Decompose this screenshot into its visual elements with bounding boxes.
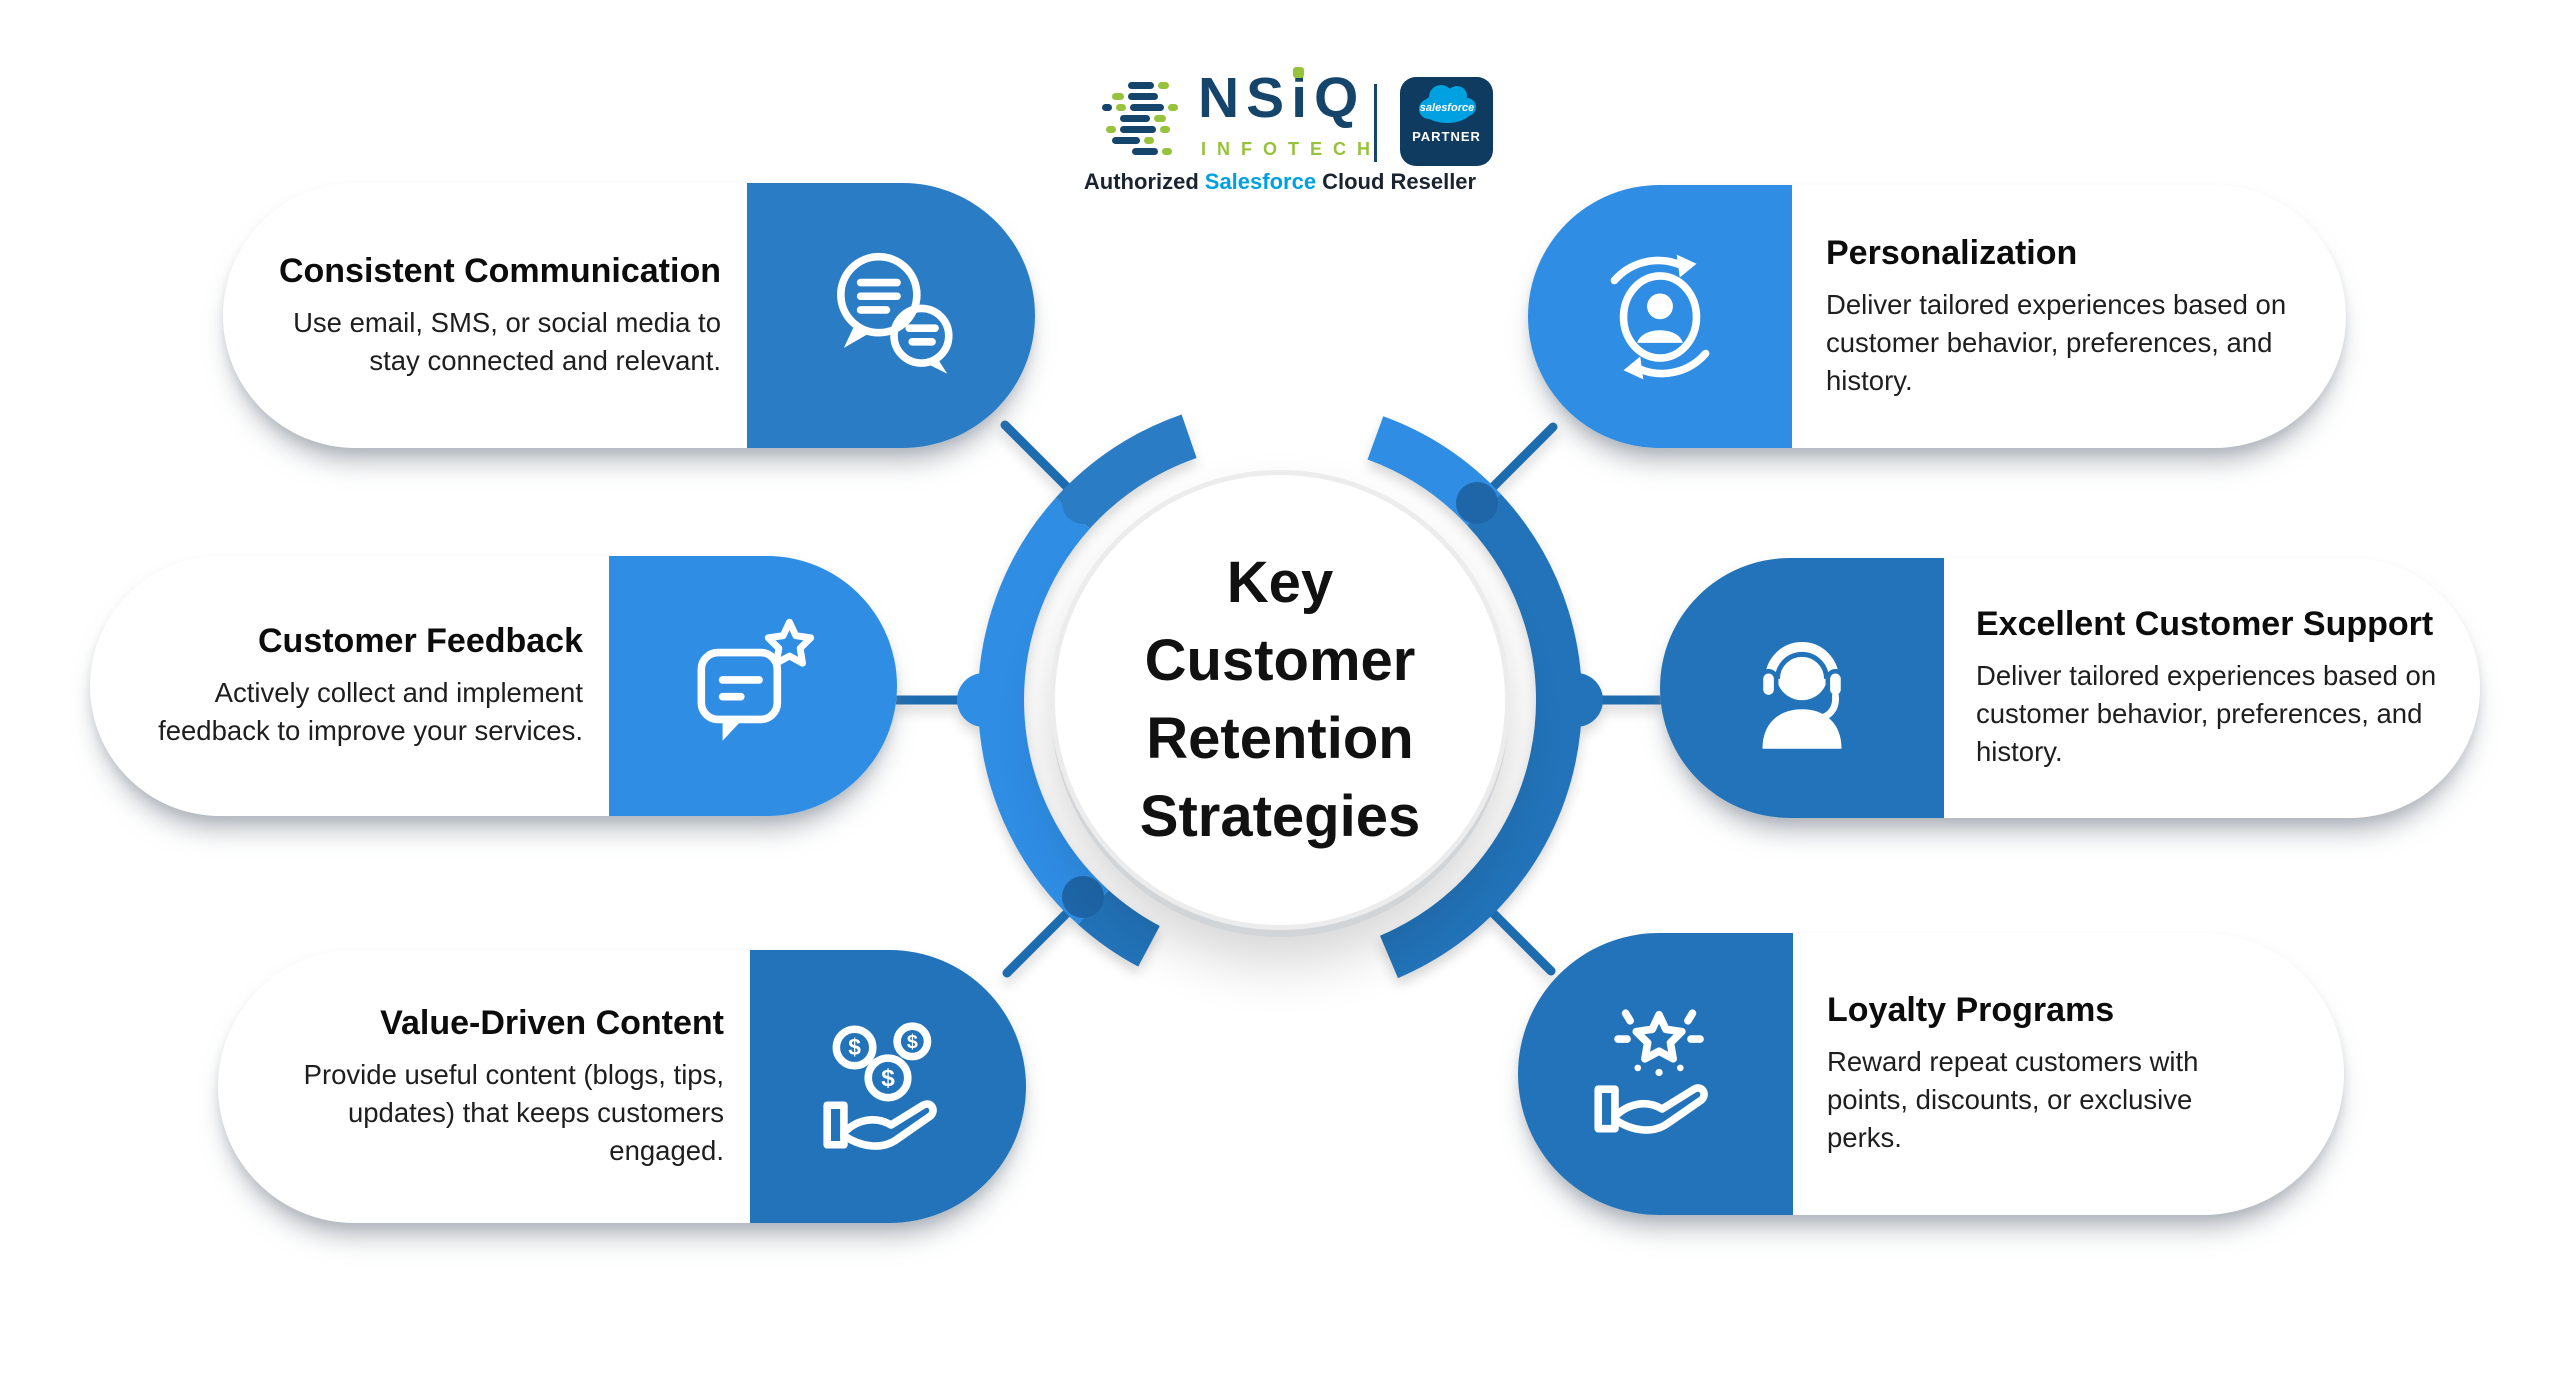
card-icon-panel bbox=[747, 183, 1035, 448]
star-hand-icon bbox=[1593, 1009, 1708, 1134]
logo-subtitle: INFOTECH bbox=[1201, 139, 1381, 159]
center-title-line: Strategies bbox=[1139, 784, 1421, 849]
svg-text:$: $ bbox=[848, 1034, 861, 1060]
card-description: Provide useful content (blogs, tips, upd… bbox=[303, 1058, 724, 1166]
card-value-driven-content: Value-Driven Content Provide useful cont… bbox=[218, 950, 1026, 1223]
card-icon-panel bbox=[1518, 933, 1793, 1215]
svg-text:$: $ bbox=[907, 1031, 918, 1053]
card-loyalty-programs: Loyalty Programs Reward repeat customers… bbox=[1518, 933, 2344, 1215]
card-description: Use email, SMS, or social media to stay … bbox=[293, 306, 721, 376]
card-icon-panel bbox=[609, 556, 897, 816]
card-excellent-customer-support: Excellent Customer Support Deliver tailo… bbox=[1660, 558, 2480, 818]
center-title-circle: Key Customer Retention Strategies bbox=[1050, 470, 1510, 930]
ring-dot-bottom-left bbox=[1062, 876, 1104, 918]
card-text: Personalization Deliver tailored experie… bbox=[1528, 234, 2346, 400]
card-personalization: Personalization Deliver tailored experie… bbox=[1528, 185, 2346, 448]
svg-text:$: $ bbox=[881, 1065, 895, 1092]
card-title: Excellent Customer Support bbox=[1976, 605, 2434, 644]
ring-dot-bottom-right bbox=[1456, 876, 1498, 918]
card-text: Loyalty Programs Reward repeat customers… bbox=[1518, 991, 2344, 1157]
partner-badge-label: PARTNER bbox=[1412, 129, 1481, 144]
card-consistent-communication: Consistent Communication Use email, SMS,… bbox=[223, 183, 1035, 448]
card-description: Actively collect and implement feedback … bbox=[158, 677, 583, 747]
logo-wordmark-i: i bbox=[1291, 66, 1315, 130]
card-text: Value-Driven Content Provide useful cont… bbox=[218, 1004, 1026, 1170]
salesforce-partner-badge: salesforce PARTNER bbox=[1400, 77, 1493, 166]
ring-dot-top-left bbox=[1062, 482, 1104, 524]
card-title: Loyalty Programs bbox=[1827, 991, 2115, 1030]
card-description: Deliver tailored experiences based on cu… bbox=[1826, 288, 2287, 396]
card-title: Consistent Communication bbox=[278, 251, 721, 290]
center-title-line: Customer bbox=[1144, 628, 1416, 693]
logo-wordmark-start: NS bbox=[1198, 66, 1292, 130]
ring-bump-left bbox=[957, 673, 1011, 727]
card-icon-panel bbox=[1660, 558, 1944, 818]
card-description: Deliver tailored experiences based on cu… bbox=[1976, 660, 2437, 768]
card-title: Personalization bbox=[1826, 233, 2078, 272]
salesforce-cloud-text: salesforce bbox=[1419, 102, 1473, 114]
center-title-line: Retention bbox=[1146, 706, 1414, 771]
tagline-suffix: Cloud Reseller bbox=[1322, 169, 1477, 194]
card-title: Customer Feedback bbox=[258, 622, 583, 661]
bar-cluster-logo-icon bbox=[1102, 82, 1178, 155]
card-text: Consistent Communication Use email, SMS,… bbox=[223, 252, 1035, 380]
money-hand-icon: $ $ $ bbox=[823, 1021, 937, 1150]
card-text: Excellent Customer Support Deliver tailo… bbox=[1660, 605, 2480, 771]
card-icon-panel: $ $ $ bbox=[750, 950, 1026, 1223]
tagline-salesforce: Salesforce bbox=[1204, 169, 1317, 194]
card-title: Value-Driven Content bbox=[380, 1003, 724, 1042]
ring-dot-top-right bbox=[1456, 482, 1498, 524]
card-text: Customer Feedback Actively collect and i… bbox=[90, 622, 897, 750]
salesforce-cloud-icon: salesforce bbox=[1418, 85, 1476, 123]
center-title-line: Key bbox=[1226, 550, 1334, 615]
chat-bubbles-icon bbox=[837, 252, 953, 374]
feedback-star-icon bbox=[697, 618, 815, 741]
headset-agent-icon bbox=[1758, 637, 1846, 749]
logo-wordmark-end: Q bbox=[1314, 66, 1366, 130]
card-description: Reward repeat customers with points, dis… bbox=[1827, 1046, 2199, 1154]
card-icon-panel bbox=[1528, 185, 1792, 448]
logo-divider bbox=[1374, 84, 1377, 162]
card-customer-feedback: Customer Feedback Actively collect and i… bbox=[90, 556, 897, 816]
user-cycle-icon bbox=[1610, 254, 1710, 379]
tagline-prefix: Authorized bbox=[1083, 169, 1199, 194]
ring-bump-right bbox=[1549, 673, 1603, 727]
logo-wordmark: NSiQ bbox=[1198, 70, 1365, 127]
